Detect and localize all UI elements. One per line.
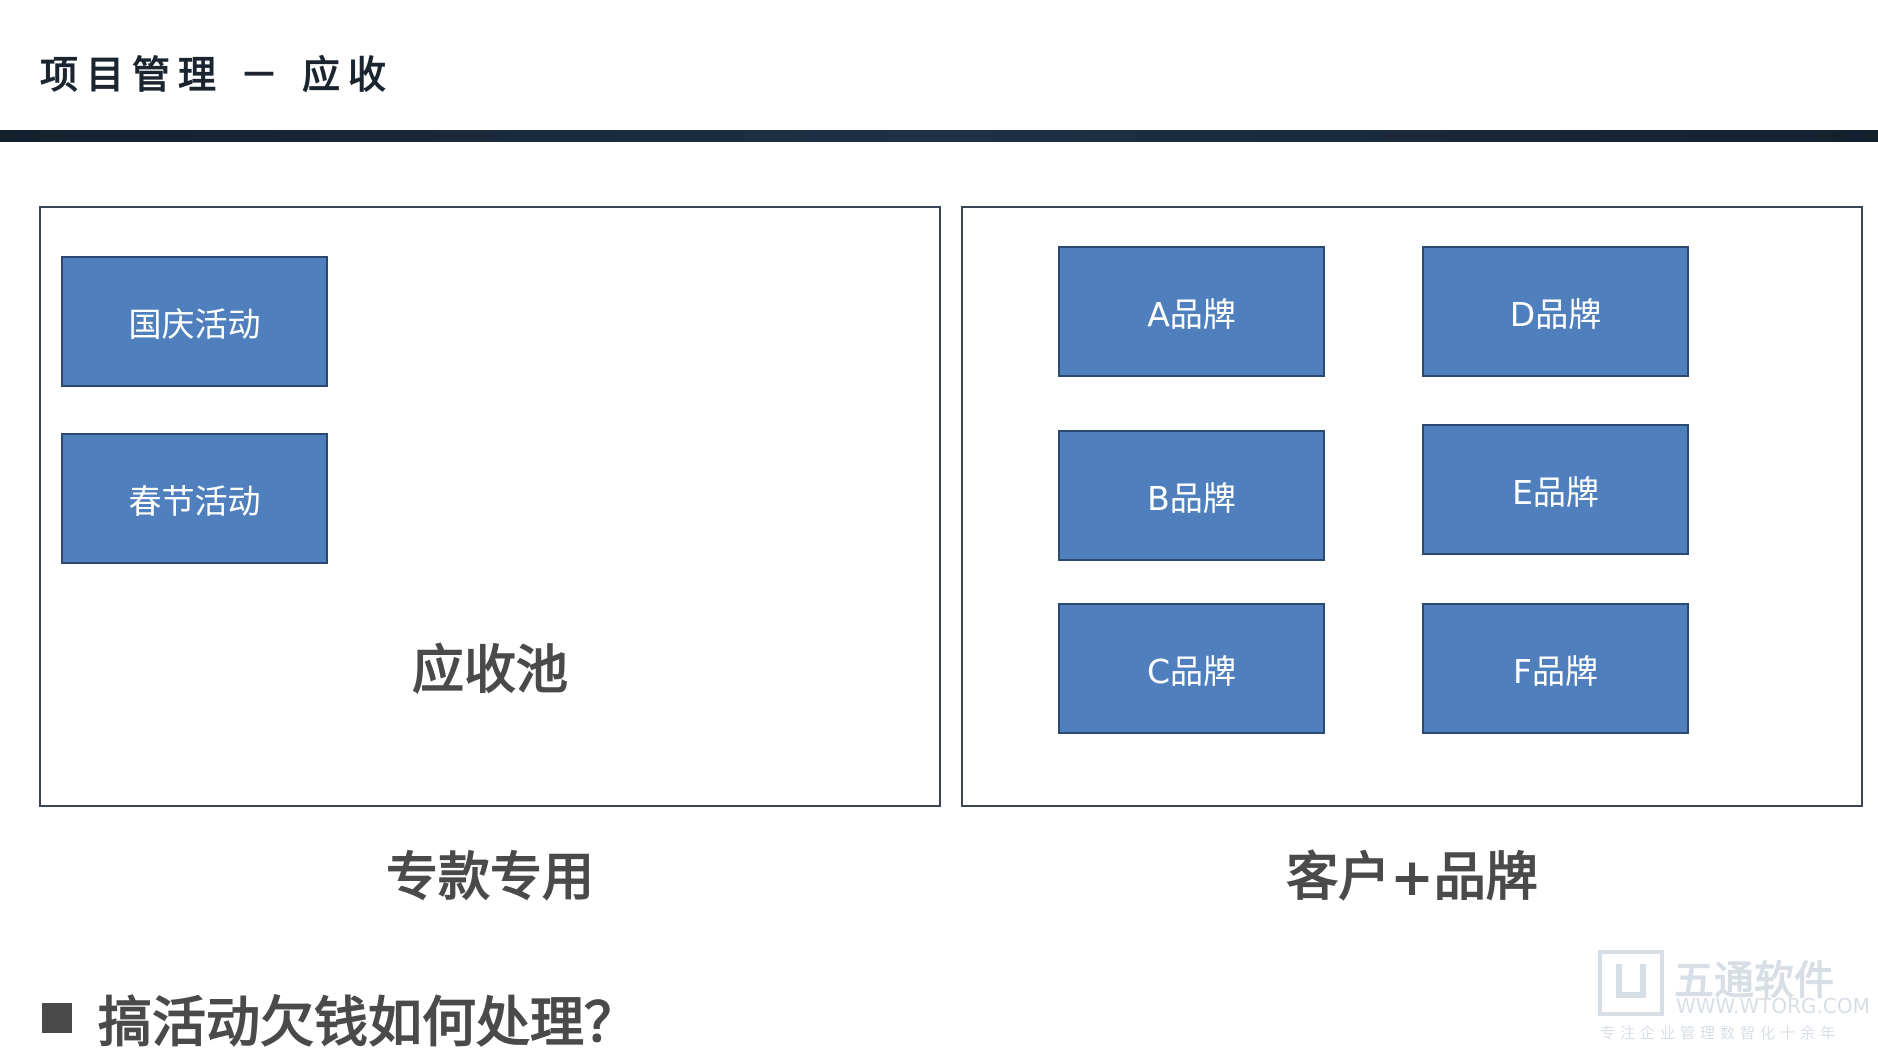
watermark-slogan: 专注企业管理数智化十余年 <box>1600 1024 1841 1042</box>
watermark-url: WWW.WTORG.COM <box>1676 994 1870 1018</box>
square-bullet-icon <box>42 1002 72 1033</box>
page-title: 项目管理 － 应收 <box>40 44 394 99</box>
brand-box-d: D品牌 <box>1422 246 1689 377</box>
brand-box-f: F品牌 <box>1422 603 1689 734</box>
brand-box-b: B品牌 <box>1058 430 1325 561</box>
receivables-pool-panel: 国庆活动 春节活动 应收池 <box>39 206 941 807</box>
right-caption: 客户+品牌 <box>1286 848 1538 908</box>
brand-box-e: E品牌 <box>1422 424 1689 555</box>
left-caption: 专款专用 <box>385 848 594 908</box>
question-bullet: 搞活动欠钱如何处理？ <box>42 978 638 1057</box>
title-main: 项目管理 <box>40 53 225 97</box>
title-separator: － <box>240 53 287 97</box>
brand-box-a: A品牌 <box>1058 246 1325 377</box>
company-logo-icon <box>1598 950 1664 1016</box>
title-sub: 应收 <box>302 53 395 97</box>
watermark-name: 五通软件 <box>1674 958 1834 1004</box>
activity-box-national-day: 国庆活动 <box>61 256 328 387</box>
activity-box-spring-festival: 春节活动 <box>61 433 328 564</box>
brand-panel: A品牌 D品牌 B品牌 E品牌 C品牌 F品牌 <box>961 206 1863 807</box>
pool-label: 应收池 <box>411 641 568 701</box>
header-rule <box>0 130 1878 142</box>
brand-box-c: C品牌 <box>1058 603 1325 734</box>
question-text: 搞活动欠钱如何处理？ <box>98 991 638 1054</box>
watermark: 五通软件 WWW.WTORG.COM 专注企业管理数智化十余年 <box>1598 948 1870 1043</box>
